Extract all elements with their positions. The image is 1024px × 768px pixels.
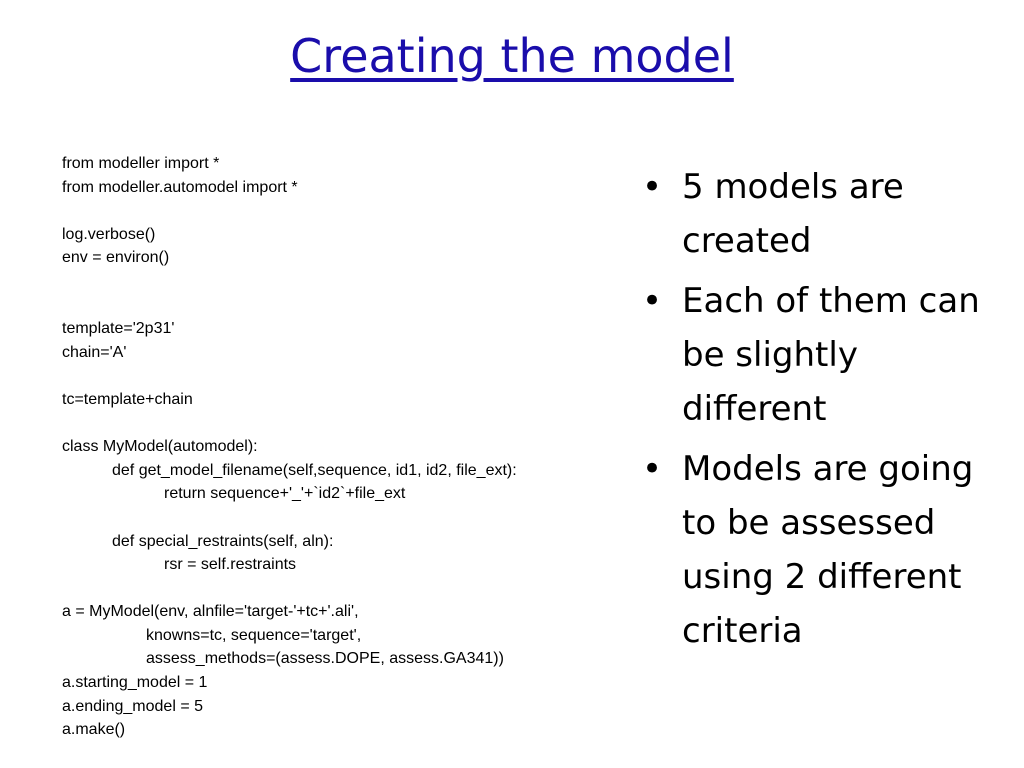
code-line: env = environ()	[62, 249, 170, 267]
bullet-icon: •	[642, 167, 663, 207]
bullet-icon: •	[642, 449, 663, 489]
code-line: a.make()	[62, 721, 126, 739]
bullet-text: 5 models are created	[682, 167, 904, 261]
bullet-text: Each of them can be slightly different	[682, 281, 980, 429]
code-line: rsr = self.restraints	[164, 556, 297, 574]
code-line: assess_methods=(assess.DOPE, assess.GA34…	[146, 650, 504, 668]
bullet-item: • 5 models are created	[640, 160, 1000, 268]
code-line	[62, 506, 642, 530]
bullet-list: • 5 models are created • Each of them can b…	[640, 160, 1000, 664]
bullet-item: • Each of them can be slightly different	[640, 274, 1000, 436]
bullet-text: Models are going to be assessed using 2 …	[682, 449, 974, 651]
code-line: knowns=tc, sequence='target',	[146, 626, 362, 644]
bullet-item: • Models are going to be assessed using 2…	[640, 442, 1000, 658]
code-line	[62, 364, 642, 388]
code-line: from modeller.automodel import *	[62, 178, 298, 196]
code-line	[62, 270, 642, 294]
code-line: a.ending_model = 5	[62, 697, 203, 715]
code-line: def get_model_filename(self,sequence, id…	[112, 461, 517, 479]
code-block: from modeller import * from modeller.auto…	[62, 152, 642, 742]
code-line: a = MyModel(env, alnfile='target-'+tc+'.…	[62, 603, 359, 621]
code-line	[62, 199, 642, 223]
code-line: a.starting_model = 1	[62, 674, 208, 692]
code-line: template='2p31'	[62, 320, 175, 338]
title-link[interactable]: Creating the model	[290, 29, 734, 83]
code-line: class MyModel(automodel):	[62, 438, 258, 456]
code-line: log.verbose()	[62, 225, 156, 243]
bullet-icon: •	[642, 281, 663, 321]
code-line: from modeller import *	[62, 155, 220, 172]
code-line: chain='A'	[62, 343, 127, 361]
code-line: return sequence+'_'+`id2`+file_ext	[164, 485, 406, 503]
code-line	[62, 577, 642, 601]
slide-title: Creating the model	[0, 24, 1024, 88]
code-line	[62, 294, 642, 318]
code-line	[62, 412, 642, 436]
code-line: tc=template+chain	[62, 390, 193, 408]
code-line: def special_restraints(self, aln):	[112, 532, 334, 550]
